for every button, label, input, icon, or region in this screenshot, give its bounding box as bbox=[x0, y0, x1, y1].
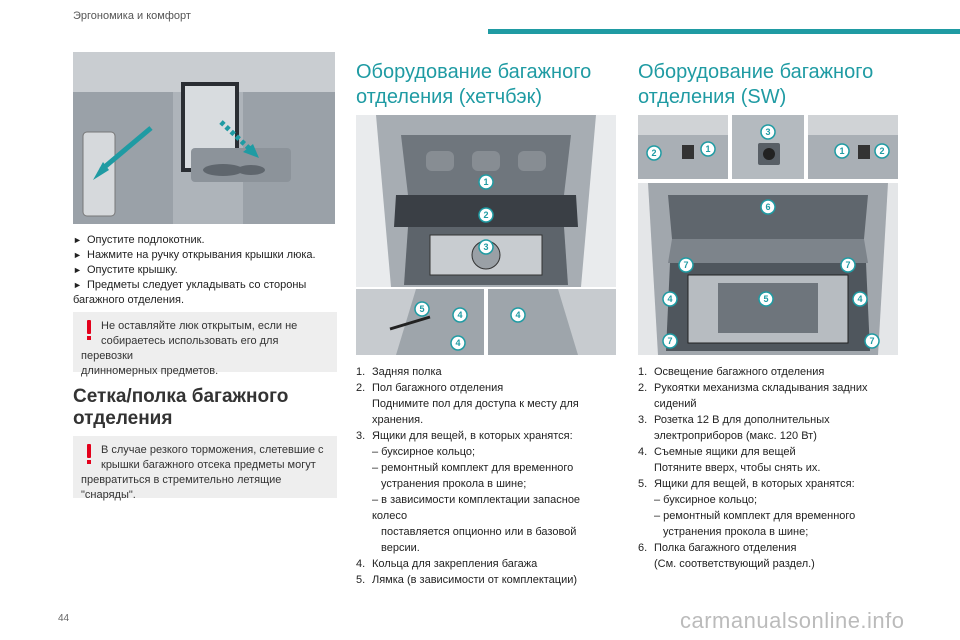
callout-label: 3 bbox=[483, 242, 488, 252]
warning-line: длинномерных предметов. bbox=[81, 365, 219, 377]
heading-hatchback: Оборудование багажного отделения (хетчбэ… bbox=[356, 61, 592, 108]
bullet-item: Опустите крышку. bbox=[73, 263, 333, 278]
warning-icon bbox=[87, 444, 91, 464]
list-item: 5.Ящики для вещей, в которых хранятся: bbox=[638, 478, 855, 490]
warning-icon bbox=[87, 320, 91, 340]
callout-label: 4 bbox=[457, 310, 462, 320]
warning-line: В случае резкого торможения, слетевшие с bbox=[101, 444, 324, 456]
callout-label: 1 bbox=[839, 146, 844, 156]
armrest-hatch-photo bbox=[73, 52, 335, 224]
callout-label: 4 bbox=[515, 310, 520, 320]
hatchback-equipment-list: 1.Задняя полка 2.Пол багажного отделения… bbox=[356, 364, 618, 588]
list-item: 6.Полка багажного отделения(См. соответс… bbox=[638, 542, 815, 570]
callout-label: 3 bbox=[765, 127, 770, 137]
callout-label: 1 bbox=[705, 144, 710, 154]
warning-box-hatch: Не оставляйте люк открытым, если не соби… bbox=[73, 312, 337, 377]
list-item: 3.Ящики для вещей, в которых хранятся: bbox=[356, 430, 573, 442]
callout-label: 7 bbox=[869, 336, 874, 346]
list-item: 4.Кольца для закрепления багажа bbox=[356, 558, 538, 570]
warning-line: собираетесь использовать его для перевоз… bbox=[81, 335, 279, 362]
list-subitems: – буксирное кольцо;– ремонтный комплект … bbox=[654, 494, 856, 538]
callout-label: 2 bbox=[651, 148, 656, 158]
callout-label: 5 bbox=[419, 304, 424, 314]
sw-equipment-list: 1.Освещение багажного отделения 2.Рукоят… bbox=[638, 364, 900, 572]
list-item: 1.Освещение багажного отделения bbox=[638, 366, 825, 378]
bullet-continuation: багажного отделения. bbox=[73, 294, 185, 306]
list-item: 1.Задняя полка bbox=[356, 366, 442, 378]
callout-label: 4 bbox=[455, 338, 460, 348]
callout-label: 7 bbox=[667, 336, 672, 346]
callout-label: 4 bbox=[857, 294, 862, 304]
watermark: carmanualsonline.info bbox=[680, 608, 905, 633]
hatchback-side-right-photo: 4 bbox=[488, 289, 616, 355]
warning-line: Не оставляйте люк открытым, если не bbox=[101, 320, 298, 332]
heading-sw: Оборудование багажного отделения (SW) bbox=[638, 61, 874, 108]
hatchback-boot-photo: 1 2 3 bbox=[356, 115, 616, 287]
warning-line: превратиться в стремительно летящие "сна… bbox=[81, 474, 282, 501]
subheading-net-shelf: Сетка/полка багажного отделения bbox=[73, 386, 289, 429]
bullet-item: Опустите подлокотник. bbox=[73, 233, 333, 248]
callout-label: 2 bbox=[483, 210, 488, 220]
warning-box-braking: В случае резкого торможения, слетевшие с… bbox=[73, 436, 337, 501]
hatchback-side-left-photo: 5 4 4 bbox=[356, 289, 484, 355]
callout-label: 5 bbox=[763, 294, 768, 304]
armrest-instructions: Опустите подлокотник. Нажмите на ручку о… bbox=[73, 233, 333, 308]
list-item: 5.Лямка (в зависимости от комплектации) bbox=[356, 574, 578, 586]
callout-label: 7 bbox=[683, 260, 688, 270]
list-subitems: – буксирное кольцо;– ремонтный комплект … bbox=[372, 446, 581, 554]
page-number: 44 bbox=[58, 613, 70, 624]
sw-boot-photo: 6 7 7 4 5 4 7 7 bbox=[638, 183, 898, 355]
sw-detail-left-photo: 2 1 bbox=[638, 115, 728, 179]
bullet-item: Предметы следует укладывать со стороны bbox=[73, 278, 333, 293]
section-title: Эргономика и комфорт bbox=[73, 10, 191, 22]
callout-label: 4 bbox=[667, 294, 672, 304]
callout-label: 7 bbox=[845, 260, 850, 270]
sw-detail-right-photo: 1 2 bbox=[808, 115, 898, 179]
callout-label: 6 bbox=[765, 202, 770, 212]
warning-line: крышки багажного отсека предметы могут bbox=[101, 459, 316, 471]
header-accent-bar bbox=[488, 29, 960, 34]
callout-label: 2 bbox=[879, 146, 884, 156]
sw-detail-center-photo: 3 bbox=[732, 115, 804, 179]
bullet-item: Нажмите на ручку открывания крышки люка. bbox=[73, 248, 333, 263]
callout-label: 1 bbox=[483, 177, 488, 187]
